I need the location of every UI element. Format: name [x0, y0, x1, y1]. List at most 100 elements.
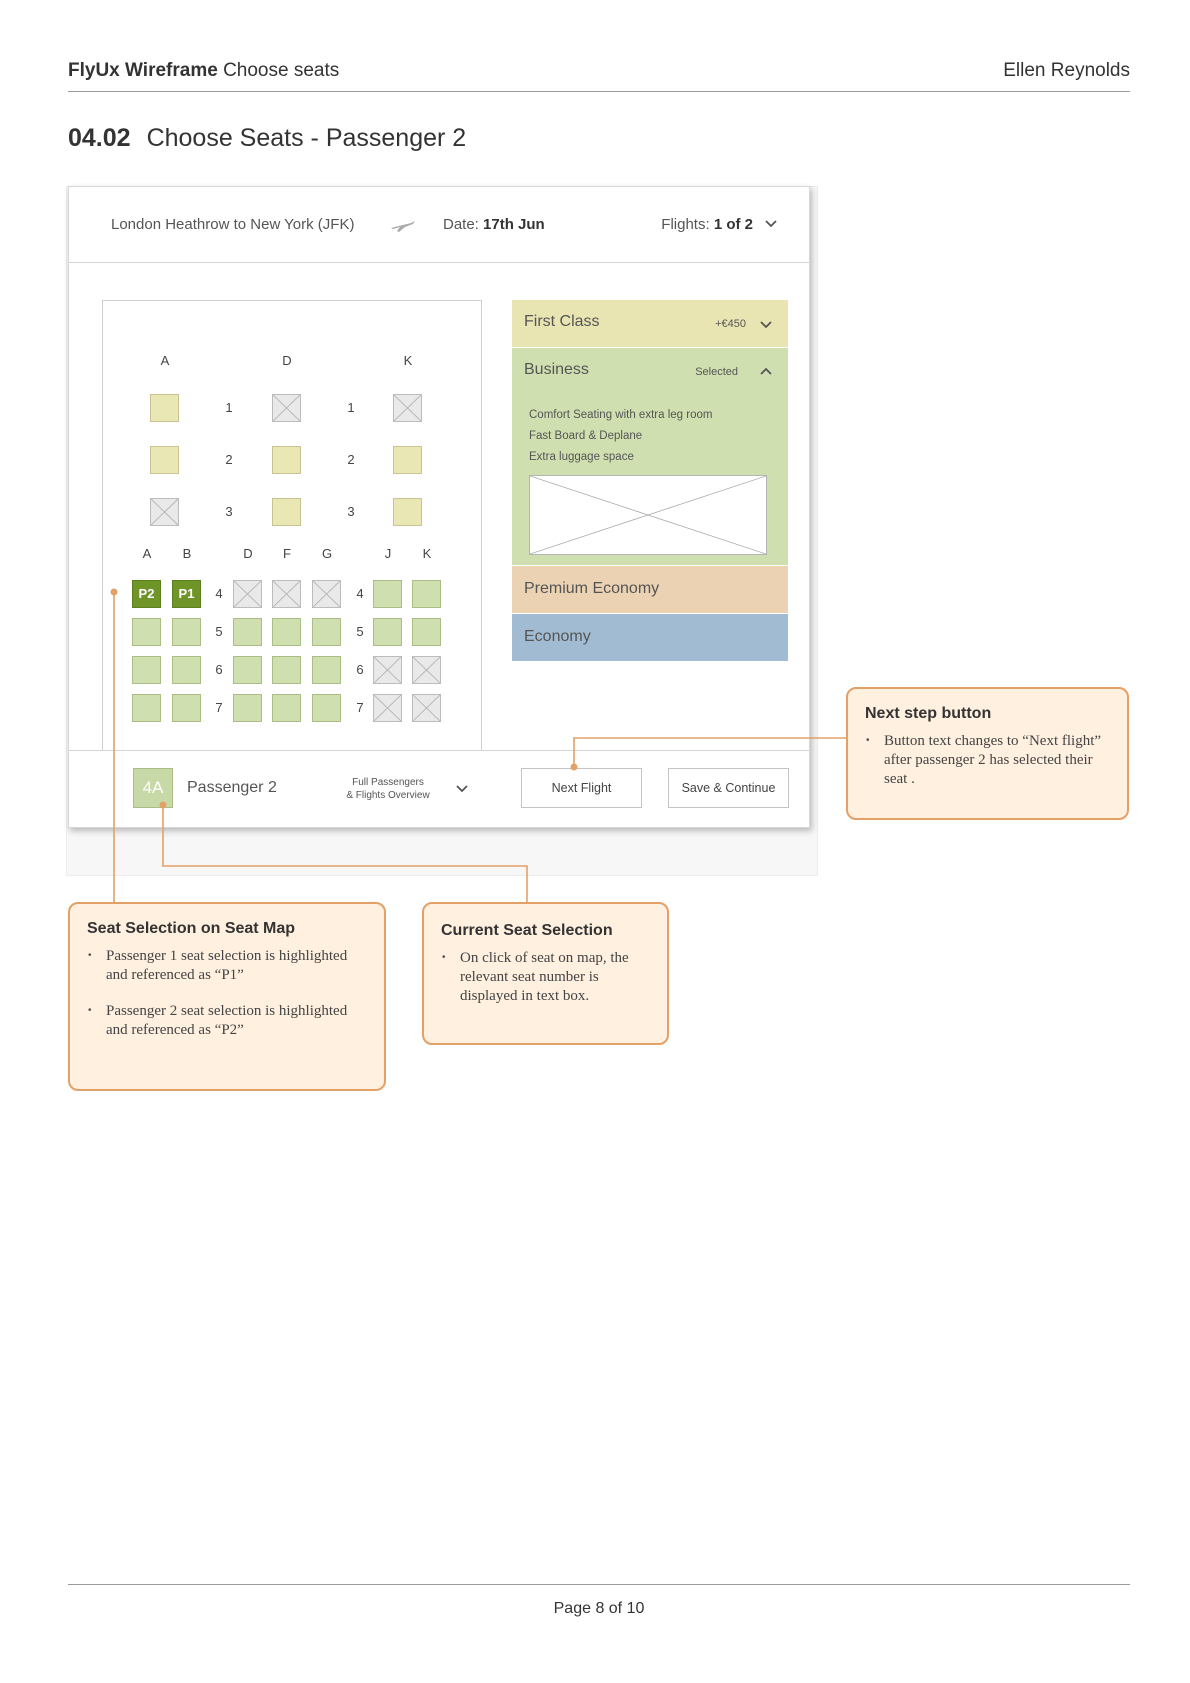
class-premium-name: Premium Economy: [524, 580, 660, 597]
seat-available[interactable]: [132, 694, 161, 722]
seat-column-label: A: [160, 353, 170, 368]
seat-column-label: F: [283, 546, 291, 561]
seat-available[interactable]: [172, 618, 201, 646]
seat-occupied: [312, 580, 341, 608]
document-footer: Page 8 of 10: [68, 1584, 1130, 1617]
annotation-title: Next step button: [865, 705, 992, 722]
save-continue-button[interactable]: Save & Continue: [668, 768, 789, 808]
seat-row-number: 4: [215, 586, 223, 601]
plane-icon: [391, 221, 415, 232]
annotation-title: Current Seat Selection: [441, 922, 613, 939]
seat-available[interactable]: [393, 498, 422, 526]
chevron-down-icon[interactable]: [454, 783, 470, 795]
seat-column-label: D: [282, 353, 292, 368]
seat-available[interactable]: [172, 694, 201, 722]
seat-occupied: [150, 498, 179, 526]
passenger-bar: 4A Passenger 2 Full Passengers & Flights…: [69, 750, 809, 827]
seat-row-number: 4: [356, 586, 364, 601]
next-flight-button[interactable]: Next Flight: [521, 768, 642, 808]
seat-occupied: [373, 656, 402, 684]
seat-available[interactable]: [412, 618, 441, 646]
overview-line1: Full Passengers: [352, 777, 424, 788]
seat-row-number: 5: [215, 624, 223, 639]
chevron-up-icon[interactable]: [758, 365, 774, 377]
seat-selected-p1[interactable]: P1: [172, 580, 201, 608]
class-business[interactable]: Business Selected Comfort Seating with e…: [512, 348, 788, 566]
seat-available[interactable]: [272, 656, 301, 684]
seat-occupied: [412, 694, 441, 722]
seat-occupied: [412, 656, 441, 684]
chevron-down-icon[interactable]: [763, 217, 779, 231]
document-author: Ellen Reynolds: [1003, 60, 1130, 81]
seat-available[interactable]: [312, 656, 341, 684]
annotation-title: Seat Selection on Seat Map: [87, 920, 296, 937]
seat-row-number: 6: [215, 662, 223, 677]
seat-occupied: [373, 694, 402, 722]
seat-available[interactable]: [373, 618, 402, 646]
passenger-label: Passenger 2: [187, 779, 277, 796]
seat-available[interactable]: [150, 394, 179, 422]
overview-line2: & Flights Overview: [346, 790, 430, 801]
seat-available[interactable]: [272, 498, 301, 526]
business-feature: Extra luggage space: [529, 451, 634, 463]
seat-available[interactable]: [233, 656, 262, 684]
class-first[interactable]: First Class +€450: [512, 300, 788, 348]
seat-column-label: J: [384, 546, 392, 561]
class-business-name: Business: [524, 361, 589, 378]
seat-available[interactable]: [393, 446, 422, 474]
seat-column-label: D: [243, 546, 253, 561]
annotation-current-seat: Current Seat Selection • On click of sea…: [422, 902, 669, 1045]
seat-available[interactable]: [312, 618, 341, 646]
class-economy[interactable]: Economy: [512, 614, 788, 662]
seat-available[interactable]: [272, 618, 301, 646]
seat-available[interactable]: [272, 446, 301, 474]
seat-available[interactable]: [373, 580, 402, 608]
class-economy-name: Economy: [524, 628, 591, 645]
seat-row-number: 6: [356, 662, 364, 677]
business-feature: Comfort Seating with extra leg room: [529, 409, 713, 421]
flights-label: Flights:: [661, 216, 710, 233]
seat-row-number: 5: [356, 624, 364, 639]
section-number: 04.02: [68, 124, 131, 152]
seat-available[interactable]: [312, 694, 341, 722]
flight-date: Date: 17th Jun: [443, 216, 545, 233]
cabin-class-list: First Class +€450 Business Selected Comf…: [512, 300, 788, 662]
flights-value: 1 of 2: [713, 216, 753, 233]
seat-column-label: B: [182, 546, 192, 561]
seat-column-label: K: [422, 546, 432, 561]
seat-selected-p2[interactable]: P2: [132, 580, 161, 608]
bullet-icon: •: [88, 950, 92, 961]
class-first-name: First Class: [524, 313, 600, 330]
document-header: FlyUx Wireframe Choose seats Ellen Reyno…: [68, 58, 1130, 92]
seat-column-label: G: [321, 546, 333, 561]
class-first-price: +€450: [715, 318, 746, 330]
image-placeholder: [529, 475, 767, 555]
seat-available[interactable]: [172, 656, 201, 684]
seat-available[interactable]: [132, 656, 161, 684]
seat-available[interactable]: [233, 694, 262, 722]
passengers-overview-toggle[interactable]: Full Passengers & Flights Overview: [333, 776, 443, 802]
chevron-down-icon[interactable]: [758, 319, 774, 331]
seat-row-number: 2: [225, 452, 233, 467]
seat-row-number: 3: [347, 504, 355, 519]
current-seat-box: 4A: [133, 768, 173, 808]
seat-row-number: 1: [347, 400, 355, 415]
annotation-text: On click of seat on map, the relevant se…: [460, 950, 629, 1004]
document-brand: FlyUx Wireframe Choose seats: [68, 60, 339, 82]
seat-row-number: 3: [225, 504, 233, 519]
seat-row-number: 1: [225, 400, 233, 415]
bullet-icon: •: [866, 735, 870, 746]
seat-available[interactable]: [412, 580, 441, 608]
class-premium-economy[interactable]: Premium Economy: [512, 566, 788, 614]
page-number: Page 8 of 10: [553, 1600, 645, 1617]
seat-occupied: [233, 580, 262, 608]
seat-available[interactable]: [132, 618, 161, 646]
seat-available[interactable]: [272, 694, 301, 722]
seat-available[interactable]: [233, 618, 262, 646]
seat-occupied: [272, 580, 301, 608]
business-feature: Fast Board & Deplane: [529, 430, 643, 442]
seat-available[interactable]: [150, 446, 179, 474]
bullet-icon: •: [88, 1005, 92, 1016]
flights-selector[interactable]: Flights: 1 of 2: [661, 216, 753, 233]
